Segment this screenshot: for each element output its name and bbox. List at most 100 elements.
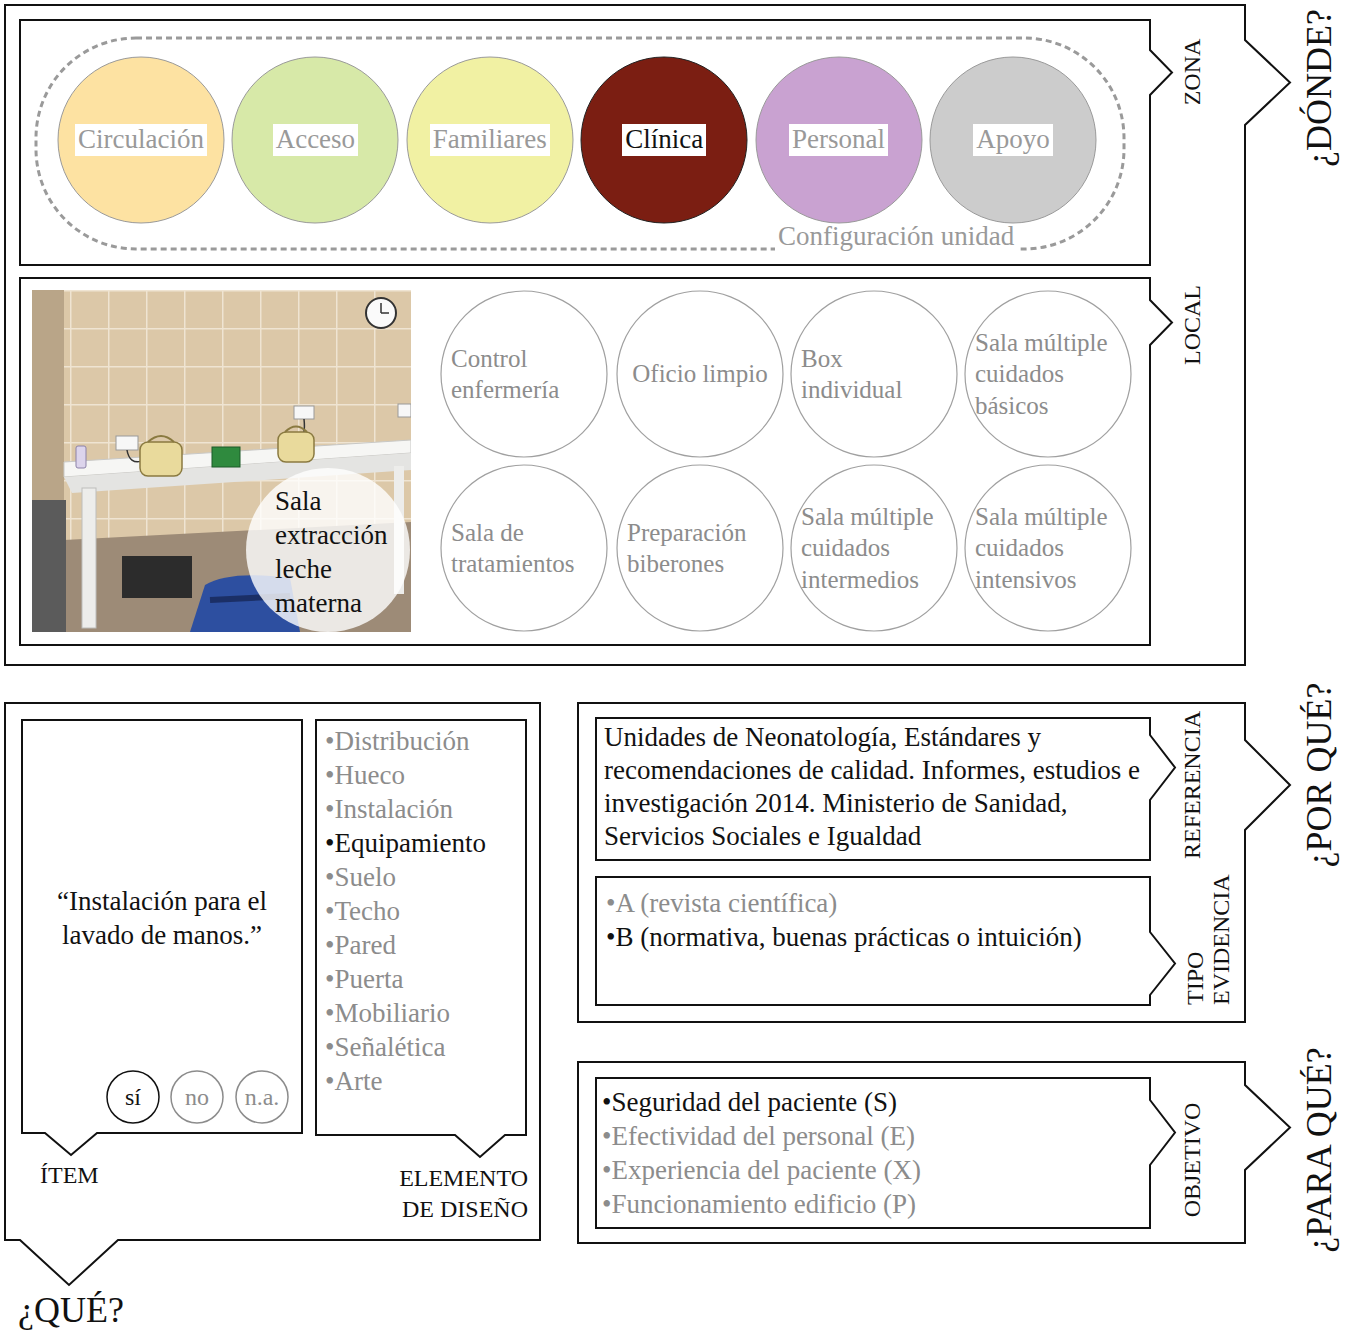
list-item: •Experiencia del paciente (X) <box>602 1153 1142 1187</box>
room-circle: Preparación biberones <box>616 464 784 632</box>
list-item: •Instalación <box>325 792 523 826</box>
section-heading: ¿QUÉ? <box>18 1292 124 1328</box>
what-panel: ¿QUÉ?“Instalación para el lavado de mano… <box>5 703 540 1240</box>
zone-circle: Acceso <box>231 56 399 224</box>
room-circle: Sala múltiple cuidados intensivos <box>964 464 1132 632</box>
socket <box>398 404 411 417</box>
why-panel: ¿POR QUÉ?Unidades de Neonatología, Están… <box>578 703 1245 1022</box>
where-panel: ¿DÓNDE?ZONAConfiguración unidadCirculaci… <box>5 5 1245 665</box>
circle-outline <box>246 468 410 632</box>
zone-circle: Personal <box>755 56 923 224</box>
side-label: REFERENCIA <box>1179 711 1205 859</box>
circle-outline <box>407 57 573 223</box>
list-item: •A (revista científica) <box>606 886 1138 920</box>
socket <box>116 436 138 450</box>
text-column: •Seguridad del paciente (S)•Efectividad … <box>602 1085 1142 1221</box>
answer-circle: sí <box>106 1070 160 1124</box>
side-label: ¿PARA QUÉ? <box>1300 1047 1340 1253</box>
answer-option: n.a. <box>245 1085 280 1109</box>
circle-outline <box>441 465 607 631</box>
circle-outline <box>791 291 957 457</box>
answer-option: sí <box>125 1085 141 1109</box>
side-label: LOCAL <box>1179 285 1205 365</box>
zone-box: ZONAConfiguración unidadCirculaciónAcces… <box>20 20 1150 265</box>
tiled-wall <box>32 290 411 632</box>
box-outline <box>5 5 1290 665</box>
box-outline <box>22 720 302 1155</box>
box-outline <box>20 20 1172 265</box>
dashed-outline <box>36 38 1124 249</box>
room-photo <box>32 290 411 632</box>
zone-circle: Apoyo <box>929 56 1097 224</box>
room-name: Preparación biberones <box>627 517 773 580</box>
circle-outline <box>581 57 747 223</box>
what-for-panel: ¿PARA QUÉ?•Seguridad del paciente (S)•Ef… <box>578 1062 1245 1243</box>
box-outline <box>5 703 540 1285</box>
list-item: •B (normativa, buenas prácticas o intuic… <box>606 920 1138 954</box>
box-outline <box>596 877 1175 1005</box>
room-circle: Sala múltiple cuidados intermedios <box>790 464 958 632</box>
room-name: Sala extracción leche materna <box>275 484 407 620</box>
circle-outline <box>965 465 1131 631</box>
reference-text: Unidades de Neonatología, Estándares y r… <box>604 721 1144 853</box>
circle-outline <box>171 1071 223 1123</box>
circle-outline <box>107 1071 159 1123</box>
bin <box>32 500 66 632</box>
list-item: •Equipamiento <box>325 826 523 860</box>
answer-option: no <box>185 1085 209 1109</box>
room-circle: Box individual <box>790 290 958 458</box>
text-column: •Distribución•Hueco•Instalación•Equipami… <box>325 724 523 1098</box>
room-circle: Control enfermería <box>440 290 608 458</box>
zone-name: Personal <box>789 124 888 155</box>
box-label: ÍTEM <box>40 1162 99 1188</box>
unit-label: Configuración unidad <box>775 222 1017 252</box>
zone-name: Circulación <box>75 124 207 155</box>
circle-outline <box>58 57 224 223</box>
evidence-box: •A (revista científica)•B (normativa, bu… <box>596 877 1150 1005</box>
room-circle: Oficio limpio <box>616 290 784 458</box>
list-item: •Efectividad del personal (E) <box>602 1119 1142 1153</box>
circle-outline <box>965 291 1131 457</box>
box-outline <box>596 718 1175 860</box>
socket <box>294 406 314 419</box>
unit-outline: Configuración unidadCirculaciónAccesoFam… <box>35 37 1125 250</box>
room-name: Oficio limpio <box>632 358 767 389</box>
list-item: •Arte <box>325 1064 523 1098</box>
side-label: TIPO EVIDENCIA <box>1182 845 1235 1005</box>
box-outline <box>578 1062 1290 1243</box>
circle-outline <box>617 465 783 631</box>
list-item: •Suelo <box>325 860 523 894</box>
circle-outline <box>756 57 922 223</box>
radiator <box>122 556 192 598</box>
list-item: •Pared <box>325 928 523 962</box>
clock-hands <box>381 303 389 313</box>
list-item: •Distribución <box>325 724 523 758</box>
answer-circle: no <box>170 1070 224 1124</box>
circle-outline <box>232 57 398 223</box>
zone-circle: Clínica <box>580 56 748 224</box>
room-name: Sala múltiple cuidados básicos <box>975 327 1121 421</box>
room-name: Box individual <box>801 343 947 406</box>
room-name: Sala múltiple cuidados intermedios <box>801 501 947 595</box>
soap-bottle <box>76 446 86 468</box>
zone-circle: Circulación <box>57 56 225 224</box>
zone-name: Acceso <box>273 124 358 155</box>
room-circle: Sala de tratamientos <box>440 464 608 632</box>
room-name: Sala múltiple cuidados intensivos <box>975 501 1121 595</box>
zone-name: Apoyo <box>973 124 1053 155</box>
list-item: •Hueco <box>325 758 523 792</box>
reference-box: Unidades de Neonatología, Estándares y r… <box>596 718 1150 860</box>
local-box: LOCALSala extracción leche maternaContro… <box>20 278 1150 645</box>
room-circle: Sala extracción leche materna <box>245 467 411 633</box>
pump-handle <box>285 427 307 433</box>
circle-outline <box>791 465 957 631</box>
answer-circle: n.a. <box>235 1070 289 1124</box>
list-item: •Puerta <box>325 962 523 996</box>
circle-outline <box>617 291 783 457</box>
side-label: ZONA <box>1179 39 1205 106</box>
room-name: Control enfermería <box>451 343 597 406</box>
circle-outline <box>441 291 607 457</box>
item-text: “Instalación para el lavado de manos.” <box>32 884 292 952</box>
breast-pump <box>278 432 314 462</box>
box-outline <box>316 720 526 1157</box>
